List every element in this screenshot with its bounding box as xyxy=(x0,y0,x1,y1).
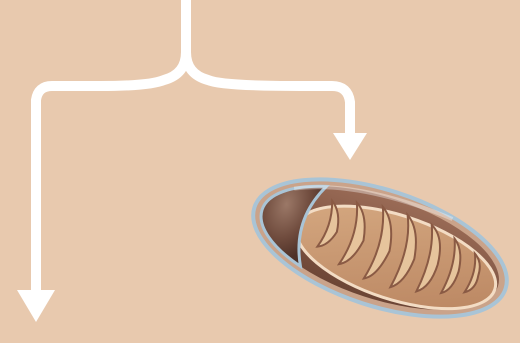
arrow-right-branch xyxy=(186,52,350,136)
arrow-head-right xyxy=(333,133,367,160)
mitochondrion-icon xyxy=(237,152,520,343)
arrow-head-left xyxy=(17,290,55,322)
arrow-stem xyxy=(36,0,186,290)
